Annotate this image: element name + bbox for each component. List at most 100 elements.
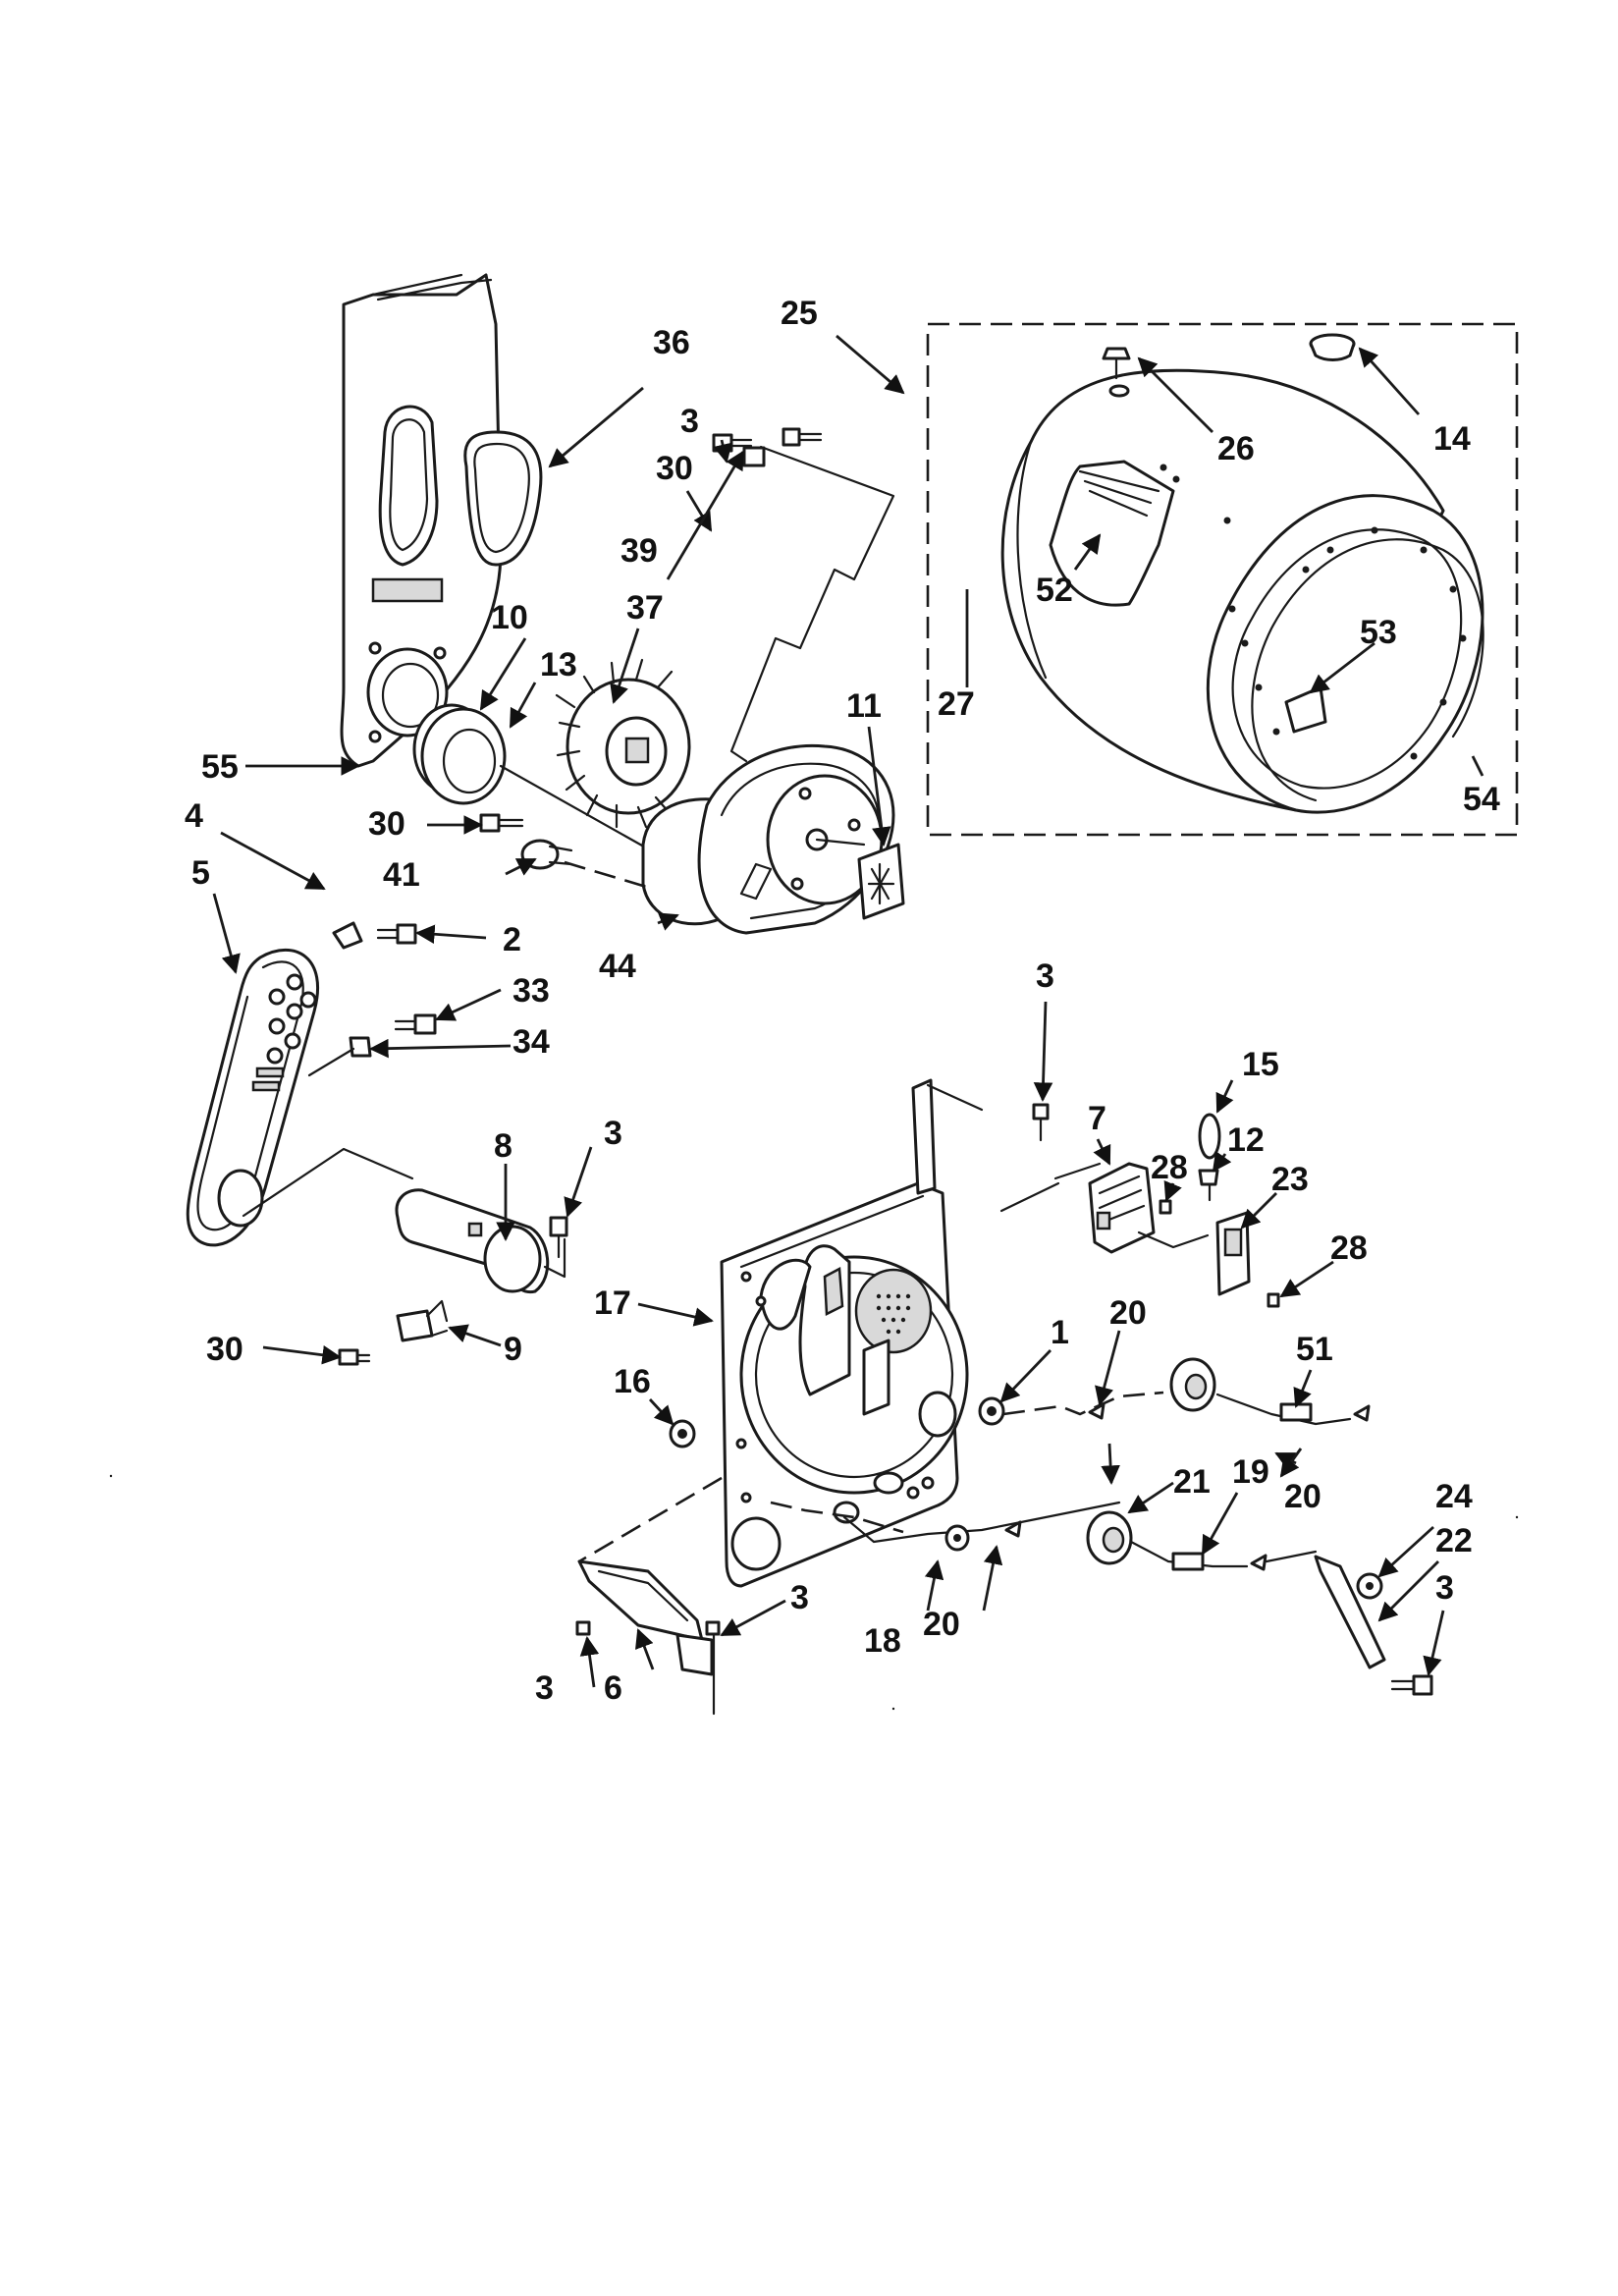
lint-duct-slot	[823, 1266, 844, 1316]
baffle-washer	[1108, 384, 1130, 398]
callout-12: 12	[1227, 1121, 1265, 1159]
callout-52: 52	[1036, 572, 1073, 609]
front-hole-a	[873, 1471, 904, 1495]
idler-screw-head	[1412, 1674, 1433, 1696]
idler-arm	[1314, 1555, 1386, 1669]
callout-53: 53	[1360, 614, 1397, 651]
callout-8: 8	[494, 1127, 512, 1165]
lint-duct-lower	[862, 1339, 890, 1416]
drum-seal	[1251, 538, 1484, 802]
bracket-screw-right	[705, 1620, 721, 1636]
callout-26: 26	[1217, 430, 1255, 467]
front-panel-door-inner	[754, 1271, 954, 1479]
felt-seal-hole	[677, 1429, 687, 1439]
door-switch-button	[1198, 1113, 1221, 1160]
bracket-screw-head	[1267, 1292, 1280, 1308]
housing-slot-1	[255, 1066, 285, 1078]
callout-28-upper: 28	[1151, 1149, 1188, 1186]
roller-retainer-3	[1004, 1520, 1022, 1538]
switch-screw-head	[1159, 1199, 1172, 1215]
bulkhead-seal-inner	[473, 442, 530, 554]
roller-tail-line	[1265, 1550, 1318, 1563]
baffle-ribs	[1078, 469, 1160, 518]
thermostat-screw-shank	[355, 1353, 371, 1363]
callout-30-mid: 30	[368, 805, 405, 843]
housing-duct-line	[242, 1147, 414, 1218]
baffle-screw-head	[1102, 347, 1131, 360]
front-panel-post	[911, 1078, 937, 1195]
drum-lifter	[1284, 685, 1327, 734]
lint-grille-dots	[876, 1293, 911, 1335]
bracket-plate	[675, 1633, 714, 1676]
callout-13: 13	[540, 646, 577, 683]
drum-rivets	[1160, 464, 1467, 760]
callout-14: 14	[1433, 420, 1471, 458]
roller-shaft-sleeve	[1279, 1402, 1313, 1422]
screw-3-head	[782, 427, 801, 447]
bulkhead-vent-inner	[389, 418, 429, 552]
idler-clip	[332, 921, 363, 950]
switch-dash-wire	[1137, 1230, 1210, 1249]
drum-baffle	[1049, 460, 1175, 607]
duct-tab	[467, 1222, 483, 1237]
callout-5: 5	[191, 854, 210, 892]
callout-19: 19	[1232, 1453, 1269, 1491]
scan-speck-1	[109, 1474, 113, 1478]
callout-30-top: 30	[656, 450, 693, 487]
callout-10: 10	[491, 599, 528, 636]
lower-bracket-group	[575, 1476, 723, 1716]
callout-20-right: 20	[1284, 1478, 1321, 1515]
bearing-inner	[442, 728, 497, 794]
front-panel-vent	[759, 1258, 812, 1331]
drum-rear-seal	[1016, 440, 1048, 680]
callout-44: 44	[599, 948, 636, 985]
door-switch-block	[1088, 1162, 1156, 1254]
bracket-screw-left	[575, 1620, 591, 1636]
duct-bracket	[543, 1237, 566, 1279]
thermal-label-symbol	[867, 862, 895, 905]
callout-23: 23	[1271, 1161, 1309, 1198]
callout-3-duct: 3	[604, 1115, 622, 1152]
callout-9: 9	[504, 1331, 522, 1368]
blower-housing-group	[186, 948, 568, 1366]
blower-hub-core	[624, 737, 650, 764]
bracket-dash-line	[578, 1476, 723, 1563]
callout-51: 51	[1296, 1331, 1333, 1368]
roller-group	[770, 1357, 1433, 1696]
housing-outlet	[217, 1169, 264, 1228]
scan-speck-2	[891, 1707, 895, 1711]
drum-roller-upper-hub	[1184, 1373, 1208, 1400]
callout-3-panel: 3	[1036, 957, 1054, 995]
callout-36: 36	[653, 324, 690, 361]
leader-lines	[212, 334, 1484, 1688]
motor-clip	[739, 862, 773, 901]
callout-37: 37	[626, 589, 664, 627]
drum-shaft-guide	[499, 764, 660, 856]
callout-28-lower: 28	[1330, 1230, 1368, 1267]
harness-clip	[742, 446, 766, 467]
callout-3-top: 3	[680, 403, 699, 440]
callout-17: 17	[594, 1285, 631, 1322]
panel-top-screw-head	[1032, 1103, 1050, 1121]
idler-screw-shank	[1390, 1679, 1416, 1691]
roller-retainer-1	[1088, 1402, 1106, 1420]
bracket-fold	[597, 1569, 689, 1622]
duct-screw-head	[549, 1216, 568, 1237]
callout-34: 34	[512, 1023, 550, 1061]
roller-axle-line-lower	[770, 1501, 904, 1534]
clamp-screw-30-head	[479, 813, 501, 833]
callout-20-lower: 20	[923, 1606, 960, 1643]
callout-25: 25	[781, 295, 818, 332]
callout-3-bracket: 3	[790, 1579, 809, 1616]
drum-inner-rim	[1231, 528, 1463, 790]
callout-11: 11	[846, 687, 882, 725]
callout-55: 55	[201, 748, 239, 786]
scan-speck-3	[1515, 1515, 1519, 1519]
housing-screw-head	[413, 1013, 437, 1035]
switch-terminal	[1096, 1211, 1111, 1230]
callout-27: 27	[938, 685, 975, 723]
screw-30-shank	[729, 438, 753, 448]
panel-top-line	[926, 1083, 984, 1112]
idler-screw-head	[396, 923, 417, 945]
